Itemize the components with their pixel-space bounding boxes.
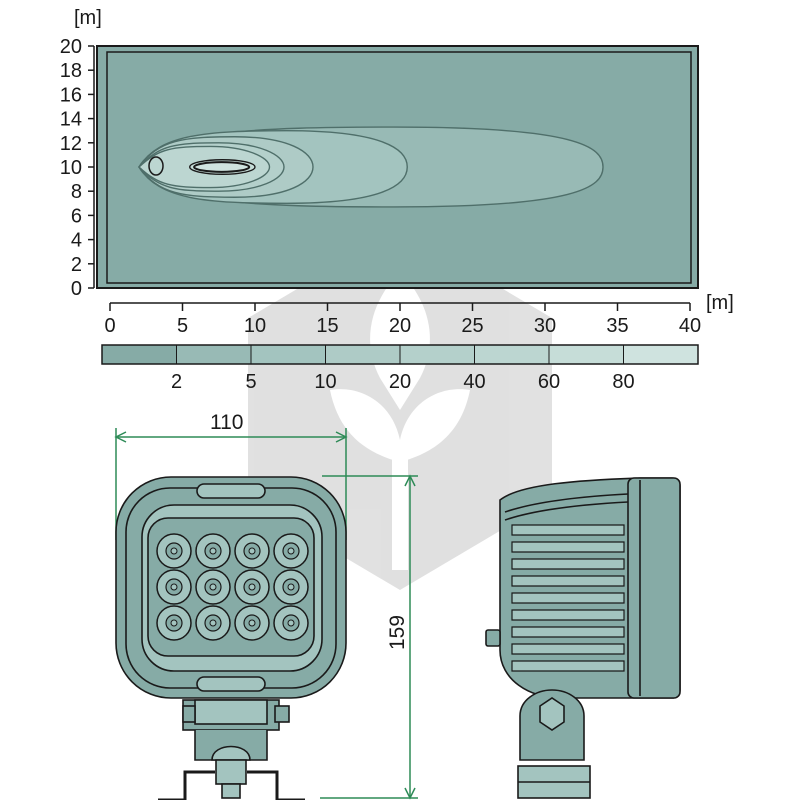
x-tick-labels: 0 5 10 15 20 25 30 35 40 [104,303,701,337]
isolux-legend: 2 5 10 20 40 60 80 [101,344,699,393]
x-tick-label: 30 [534,315,556,337]
legend-label: 20 [389,371,411,393]
legend-label: 10 [314,371,336,393]
isolux-plot [96,45,699,289]
legend-segment [548,344,624,365]
cooling-fin [511,541,625,553]
y-tick-label: 0 [71,278,82,300]
cooling-fin [511,609,625,621]
x-tick-label: 25 [461,315,483,337]
lamp-front-view [115,476,347,800]
x-axis: [m] 0 5 10 15 20 25 30 35 40 [104,292,733,337]
legend-segment [399,344,475,365]
cooling-fin [511,575,625,587]
led-core [248,619,256,627]
height-dimension-label: 159 [386,615,409,650]
legend-label: 2 [171,371,182,393]
isolux-contour-80 [193,161,251,173]
cooling-fin [511,524,625,536]
bottom-lens-tab [196,676,266,692]
x-tick-label: 15 [316,315,338,337]
led-core [287,547,295,555]
led-core [287,619,295,627]
lamp-side-view [485,477,681,799]
led-core [209,547,217,555]
side-button [485,629,501,647]
led-core [170,547,178,555]
x-tick-label: 35 [606,315,628,337]
legend-label: 80 [612,371,634,393]
led-core [248,547,256,555]
y-axis-unit: [m] [74,7,102,29]
cooling-fin [511,592,625,604]
x-tick-label: 5 [177,315,188,337]
led-core [209,583,217,591]
x-tick-label: 20 [389,315,411,337]
lamp-position-marker [148,156,164,176]
led-array [156,533,309,641]
y-tick-label: 6 [71,205,82,227]
y-tick-label: 4 [71,230,82,252]
y-tick-label: 16 [60,84,82,106]
legend-segment [474,344,550,365]
top-lens-tab [196,483,266,499]
cooling-fin [511,558,625,570]
y-tick-label: 12 [60,133,82,155]
led-core [170,619,178,627]
x-tick-label: 40 [679,315,701,337]
legend-segment [325,344,401,365]
legend-label: 60 [538,371,560,393]
cooling-fin [511,660,625,672]
y-tick-label: 8 [71,181,82,203]
x-axis-unit: [m] [706,292,734,314]
legend-segments [101,344,699,365]
led-core [209,619,217,627]
led-core [248,583,256,591]
y-tick-label: 20 [60,36,82,58]
width-dimension-label: 110 [210,411,243,434]
width-dimension [114,428,348,540]
legend-segment [176,344,252,365]
x-tick-label: 10 [244,315,266,337]
cooling-fins [511,524,625,672]
y-tick-label: 18 [60,60,82,82]
legend-label: 40 [463,371,485,393]
height-dimension [320,474,418,800]
led-core [287,583,295,591]
hex-nut [539,697,565,731]
legend-segment [101,344,177,365]
led-core [170,583,178,591]
legend-segment [623,344,699,365]
legend-label: 5 [245,371,256,393]
y-tick-label: 14 [60,109,82,131]
cooling-fin [511,626,625,638]
x-tick-label: 0 [104,315,115,337]
legend-labels: 2 5 10 20 40 60 80 [171,371,635,393]
y-tick-label: 10 [60,157,82,179]
y-tick-label: 2 [71,254,82,276]
legend-segment [250,344,326,365]
isolux-contours [137,126,604,208]
cooling-fin [511,643,625,655]
